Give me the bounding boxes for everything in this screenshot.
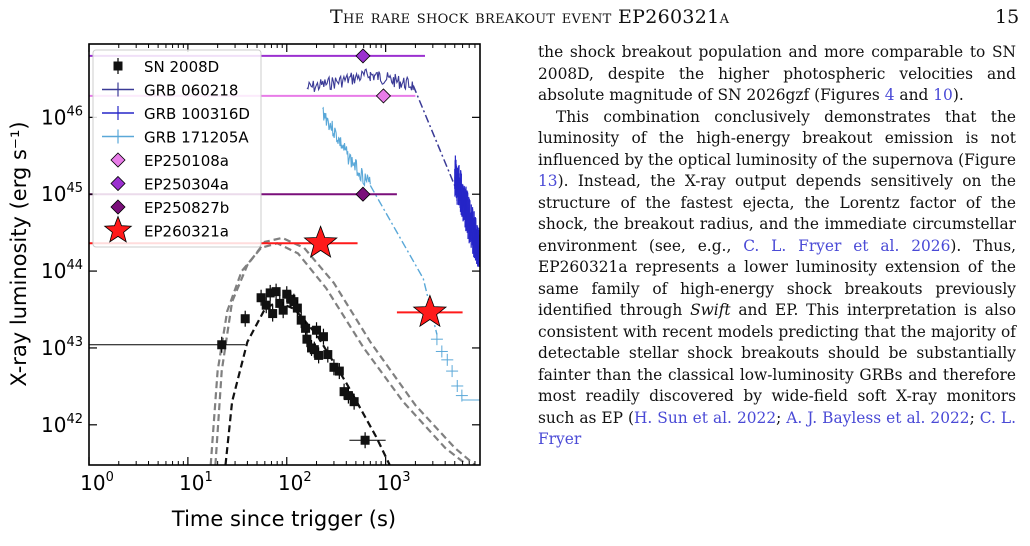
y-tick-label: 1043 xyxy=(41,335,83,360)
legend-marker-diamond xyxy=(110,152,126,168)
citation-fryer-2026[interactable]: C. L. Fryer et al. 2026 xyxy=(743,236,951,255)
legend-marker-diamond xyxy=(110,175,126,192)
sn2008d-point xyxy=(312,325,322,335)
sn2008d-point xyxy=(343,391,353,401)
sn2008d-point xyxy=(261,300,271,310)
sn2008d-point xyxy=(268,309,278,319)
legend-marker-diamond xyxy=(110,199,126,215)
figure-link-10[interactable]: 10 xyxy=(933,86,953,104)
citation-fryer-next[interactable]: C. L. Fryer xyxy=(538,408,1017,449)
text-run: ; xyxy=(776,408,787,427)
plot-frame xyxy=(88,43,481,466)
paragraph-1: the shock breakout population and more c… xyxy=(538,42,1016,107)
y-tick-label: 1045 xyxy=(41,181,83,206)
citation-bayless-2022[interactable]: A. J. Bayless et al. 2022 xyxy=(786,408,970,427)
sn2008d-point xyxy=(256,293,266,303)
page-number: 15 xyxy=(995,6,1020,28)
model-curve xyxy=(224,300,391,465)
legend-marker-star xyxy=(103,215,133,243)
legend-marker-sn2008d xyxy=(113,61,123,71)
text-run: This combination conclusively demonstrat… xyxy=(538,107,1016,169)
legend-label: EP260321a xyxy=(144,223,229,241)
legend-label: GRB 060218 xyxy=(144,82,238,100)
sn2008d-point xyxy=(289,297,299,307)
x-tick-label: 103 xyxy=(377,470,411,495)
sn2008d-point xyxy=(309,345,319,355)
legend-label: SN 2008D xyxy=(144,58,219,76)
page-header: The rare shock breakout event EP260321a … xyxy=(0,0,1030,36)
text-run: ). Thus, EP260321a represents a lower lu… xyxy=(538,236,1017,320)
sn2008d-point xyxy=(292,303,302,313)
text-run: ; xyxy=(969,408,980,427)
sn2008d-point xyxy=(314,350,324,360)
ep250108a-point xyxy=(375,88,392,104)
ep260321a-point xyxy=(412,294,448,328)
sn2008d-point xyxy=(265,288,275,298)
body-text: the shock breakout population and more c… xyxy=(538,42,1016,451)
model-curve xyxy=(214,236,476,465)
sn2008d-point xyxy=(334,366,344,376)
x-axis-label: Time since trigger (s) xyxy=(171,507,396,531)
text-run: the shock breakout population and more c… xyxy=(538,43,1016,104)
figure-luminosity-lightcurves: 100 101 102 103 1042 1043 1044 1045 1046 SN 2008… xyxy=(0,36,520,542)
legend-label: EP250108a xyxy=(144,152,229,170)
swift-name: Swift xyxy=(690,301,731,319)
sn2008d-point xyxy=(217,340,227,350)
legend-label: GRB 171205A xyxy=(144,129,249,147)
text-run: and EP. This interpretation is also cons… xyxy=(538,301,1017,427)
sn2008d-point xyxy=(323,350,333,360)
y-axis-label: X-ray luminosity (erg s⁻¹) xyxy=(7,121,31,386)
sn2008d-point xyxy=(302,334,312,344)
text-run: and xyxy=(894,86,934,104)
x-tick-label: 102 xyxy=(278,470,312,495)
legend-label: GRB 100316D xyxy=(144,105,250,123)
figure-link-4[interactable]: 4 xyxy=(884,86,895,104)
sn2008d-point xyxy=(278,305,288,315)
sn2008d-point xyxy=(240,314,250,324)
sn2008d-point xyxy=(301,323,311,333)
sn2008d-point xyxy=(360,435,370,445)
sn2008d-point xyxy=(271,287,281,297)
sn2008d-point xyxy=(282,289,292,299)
y-tick-label: 1042 xyxy=(41,412,83,437)
sn2008d-point xyxy=(296,315,306,325)
y-tick-label: 1044 xyxy=(41,258,83,283)
grb171205a-lightcurve xyxy=(322,106,371,187)
sn2008d-point xyxy=(318,332,328,342)
text-run: ). xyxy=(952,86,964,104)
sn2008d-point xyxy=(349,397,359,407)
sn2008d-point xyxy=(329,362,339,372)
ep260321a-point xyxy=(303,225,338,258)
text-run: ). Instead, the X-ray output depends sen… xyxy=(538,172,1016,255)
luminosity-chart: 100 101 102 103 1042 1043 1044 1045 1046 SN 2008… xyxy=(7,43,481,531)
x-tick-label: 101 xyxy=(179,470,213,495)
legend-box xyxy=(92,49,262,248)
paragraph-2: This combination conclusively demonstrat… xyxy=(538,107,1016,451)
sn2008d-point xyxy=(275,298,285,308)
y-tick-label: 1046 xyxy=(41,104,83,129)
legend-label: EP250304a xyxy=(144,176,229,194)
model-curve xyxy=(209,242,469,465)
legend-label: EP250827b xyxy=(144,199,229,217)
ep250304a-point xyxy=(355,48,371,64)
figure-link-13[interactable]: 13 xyxy=(538,172,558,190)
running-title: The rare shock breakout event EP260321a xyxy=(330,6,730,28)
grb060218-lightcurve xyxy=(306,68,414,92)
citation-sun-2022[interactable]: H. Sun et al. 2022 xyxy=(634,408,777,427)
ep250827b-point xyxy=(355,186,371,202)
x-tick-label: 100 xyxy=(80,470,114,495)
